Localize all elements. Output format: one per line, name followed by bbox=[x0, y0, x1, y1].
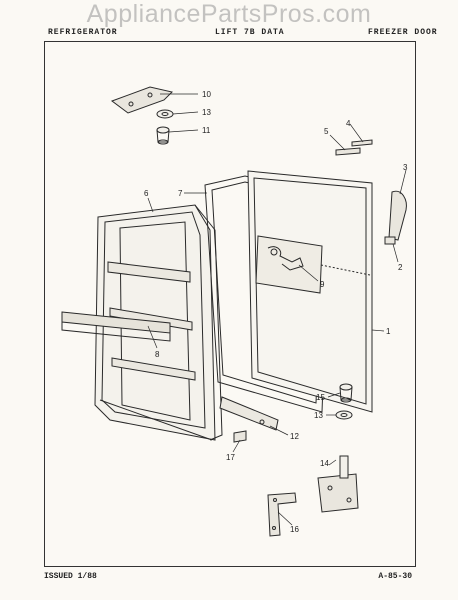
callout-13-top: 13 bbox=[202, 108, 211, 117]
trim-pieces bbox=[335, 139, 373, 156]
callout-7: 7 bbox=[178, 189, 183, 198]
door-latch-inset bbox=[255, 235, 371, 294]
callout-16: 16 bbox=[290, 525, 299, 534]
header-left: REFRIGERATOR bbox=[48, 28, 118, 37]
lower-washer bbox=[335, 410, 353, 420]
issued-date: ISSUED 1/88 bbox=[44, 572, 97, 581]
bottom-hinge bbox=[317, 455, 359, 513]
leader-lines bbox=[147, 93, 407, 526]
callout-11: 11 bbox=[202, 126, 211, 135]
callout-5: 5 bbox=[324, 127, 329, 136]
door-shelf-bar bbox=[61, 311, 171, 342]
callout-9: 9 bbox=[320, 280, 325, 289]
header-right: FREEZER DOOR bbox=[368, 28, 438, 37]
small-clip bbox=[233, 430, 247, 443]
callout-3: 3 bbox=[403, 163, 408, 172]
bottom-trim-bar bbox=[219, 396, 279, 431]
callout-12: 12 bbox=[290, 432, 299, 441]
door-handle bbox=[388, 190, 407, 241]
callout-13-bottom: 13 bbox=[314, 411, 323, 420]
callout-6: 6 bbox=[144, 189, 149, 198]
callout-14: 14 bbox=[320, 459, 329, 468]
hinge-shims bbox=[267, 492, 297, 537]
callout-15: 15 bbox=[316, 393, 325, 402]
handle-end-cap bbox=[384, 236, 396, 245]
watermark-text: AppliancePartsPros.com bbox=[86, 0, 372, 28]
page-code: A-85-30 bbox=[378, 572, 412, 581]
callout-10: 10 bbox=[202, 90, 211, 99]
diagram-frame bbox=[44, 41, 416, 567]
callout-2: 2 bbox=[398, 263, 403, 272]
header-middle: LIFT 7B DATA bbox=[215, 28, 285, 37]
top-hinge-plate bbox=[110, 86, 173, 114]
top-washer bbox=[156, 109, 174, 119]
callout-1: 1 bbox=[386, 327, 391, 336]
lower-bushing bbox=[339, 383, 353, 403]
callout-17: 17 bbox=[226, 453, 235, 462]
hinge-bushing bbox=[156, 126, 170, 145]
callout-4: 4 bbox=[346, 119, 351, 128]
callout-8: 8 bbox=[155, 350, 160, 359]
